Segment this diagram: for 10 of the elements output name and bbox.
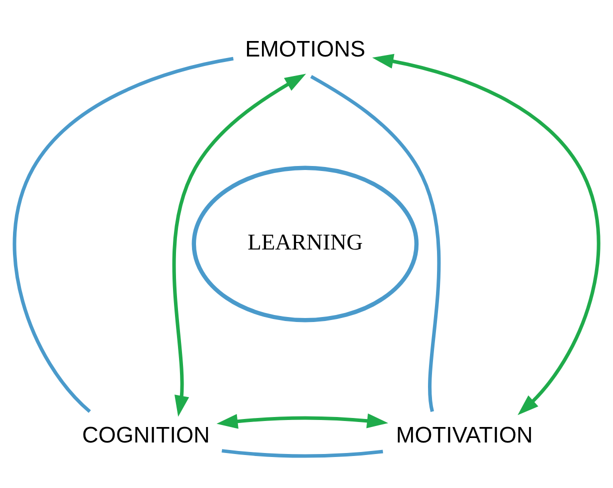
- node-ellipse: LEARNING: [192, 166, 419, 322]
- node-text: EMOTIONS: [245, 36, 366, 62]
- arrow: [172, 74, 306, 417]
- arrow: [372, 54, 600, 416]
- node-text: MOTIVATION: [396, 422, 533, 448]
- node-text: COGNITION: [82, 422, 210, 448]
- connector: [13, 56, 234, 413]
- connector: [310, 74, 441, 412]
- arrow: [216, 413, 388, 429]
- connector: [222, 449, 384, 458]
